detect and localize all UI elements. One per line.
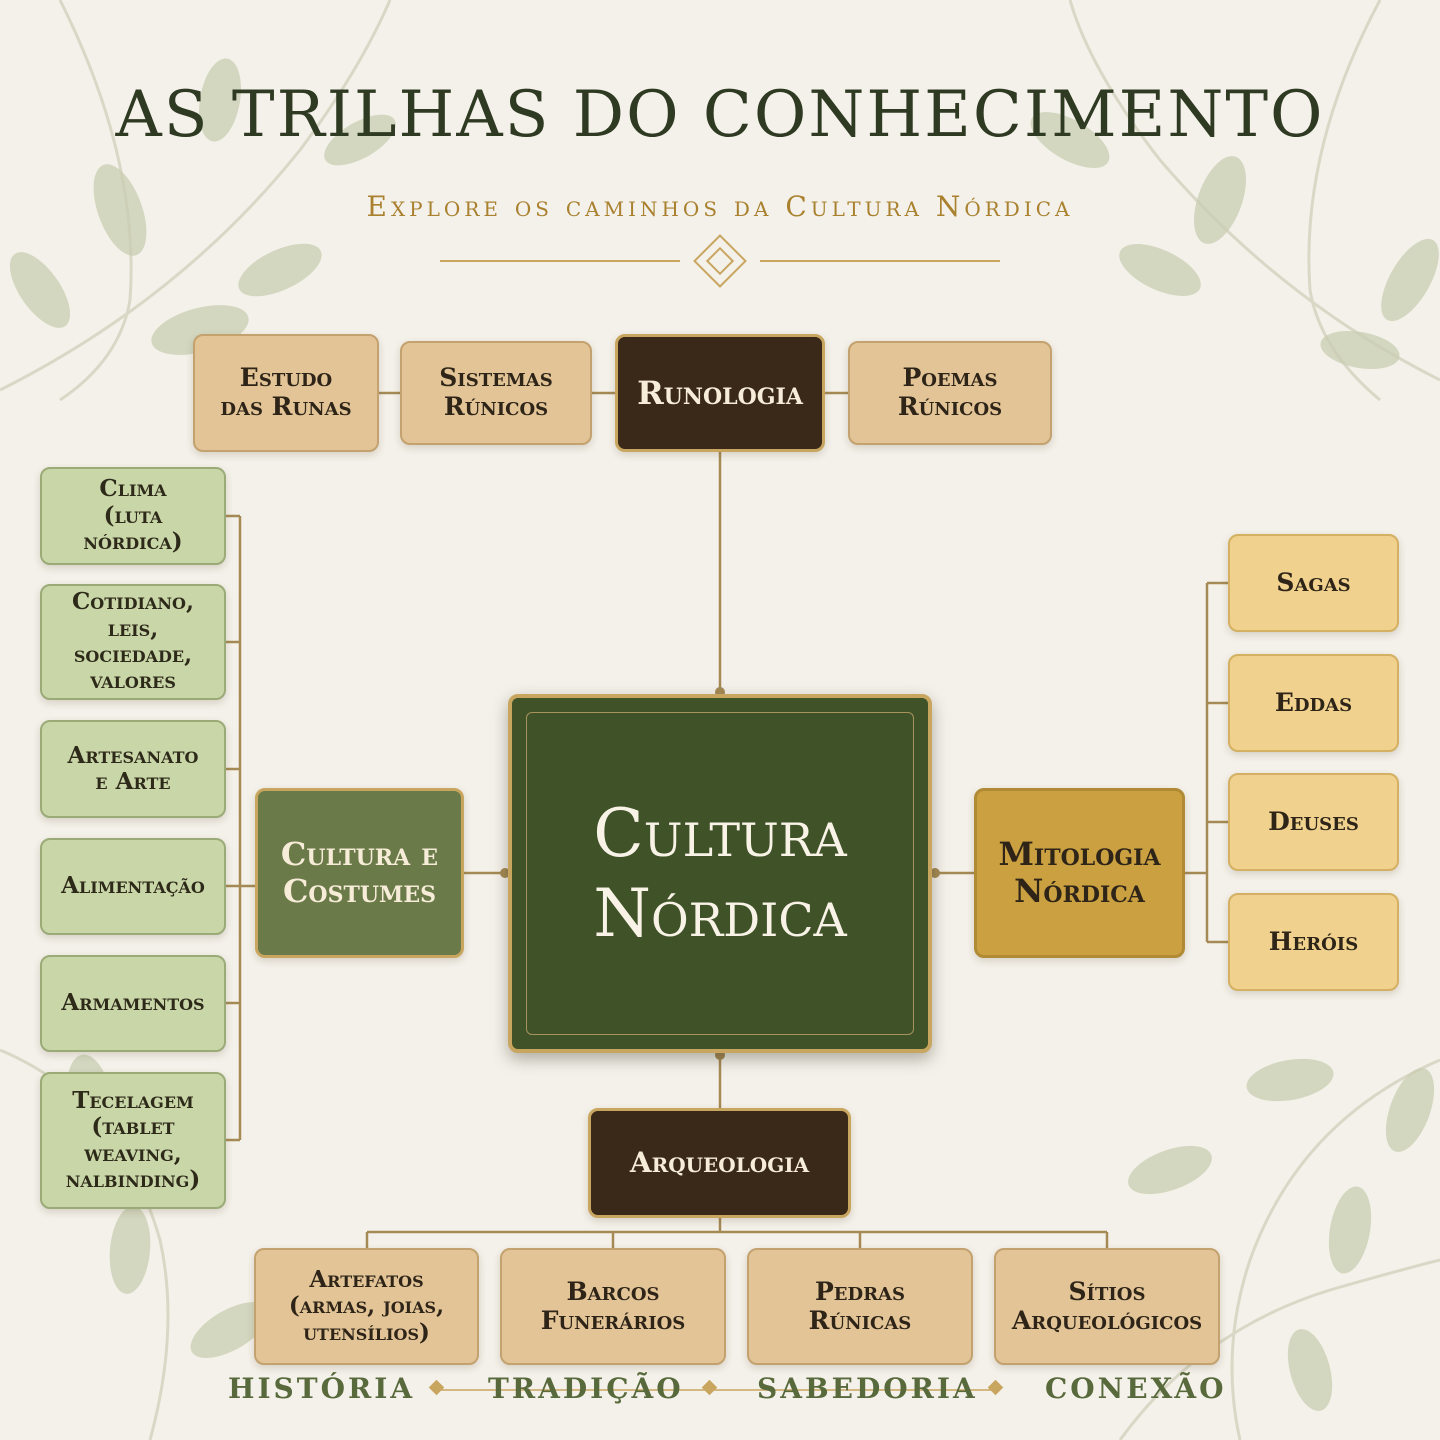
cultura-child-artesanato[interactable]: Artesanato e Arte	[40, 720, 226, 818]
cultura-child-cotidiano[interactable]: Cotidiano, leis, sociedade, valores	[40, 584, 226, 700]
mitologia-child-deuses[interactable]: Deuses	[1228, 773, 1399, 871]
footer-word-conexao: CONEXÃO	[1045, 1372, 1227, 1405]
mitologia-node[interactable]: Mitologia Nórdica	[974, 788, 1185, 958]
footer-word-historia: HISTÓRIA	[228, 1372, 416, 1405]
mitologia-child-eddas[interactable]: Eddas	[1228, 654, 1399, 752]
runologia-child-poemas[interactable]: Poemas Rúnicos	[848, 341, 1052, 445]
footer-word-tradicao: TRADIÇÃO	[488, 1372, 684, 1405]
cultura-child-tecelagem[interactable]: Tecelagem (tablet weaving, nalbinding)	[40, 1072, 226, 1209]
cultura-child-clima[interactable]: Clima (luta nórdica)	[40, 467, 226, 565]
arqueologia-child-pedras[interactable]: Pedras Rúnicas	[747, 1248, 973, 1365]
runologia-node[interactable]: Runologia	[615, 334, 825, 452]
mitologia-child-sagas[interactable]: Sagas	[1228, 534, 1399, 632]
arqueologia-child-artefatos[interactable]: Artefatos (armas, joias, utensílios)	[254, 1248, 479, 1365]
page-title: AS TRILHAS DO CONHECIMENTO	[115, 78, 1325, 152]
center-node-label: Cultura Nórdica	[593, 795, 847, 952]
diamond-ornament-icon	[693, 234, 747, 288]
arqueologia-node[interactable]: Arqueologia	[588, 1108, 851, 1218]
cultura-child-alimentacao[interactable]: Alimentação	[40, 838, 226, 935]
cultura-child-armamentos[interactable]: Armamentos	[40, 955, 226, 1052]
page-subtitle: Explore os caminhos da Cultura Nórdica	[366, 190, 1074, 223]
arqueologia-child-barcos[interactable]: Barcos Funerários	[500, 1248, 726, 1365]
arqueologia-child-sitios[interactable]: Sítios Arqueológicos	[994, 1248, 1220, 1365]
runologia-child-estudo[interactable]: Estudo das Runas	[193, 334, 379, 452]
footer-word-sabedoria: SABEDORIA	[757, 1372, 978, 1405]
center-inner-frame	[526, 712, 914, 1035]
runologia-child-sistemas[interactable]: Sistemas Rúnicos	[400, 341, 592, 445]
mitologia-child-herois[interactable]: Heróis	[1228, 893, 1399, 991]
center-node[interactable]: Cultura Nórdica	[508, 694, 932, 1053]
cultura-costumes-node[interactable]: Cultura e Costumes	[255, 788, 464, 958]
